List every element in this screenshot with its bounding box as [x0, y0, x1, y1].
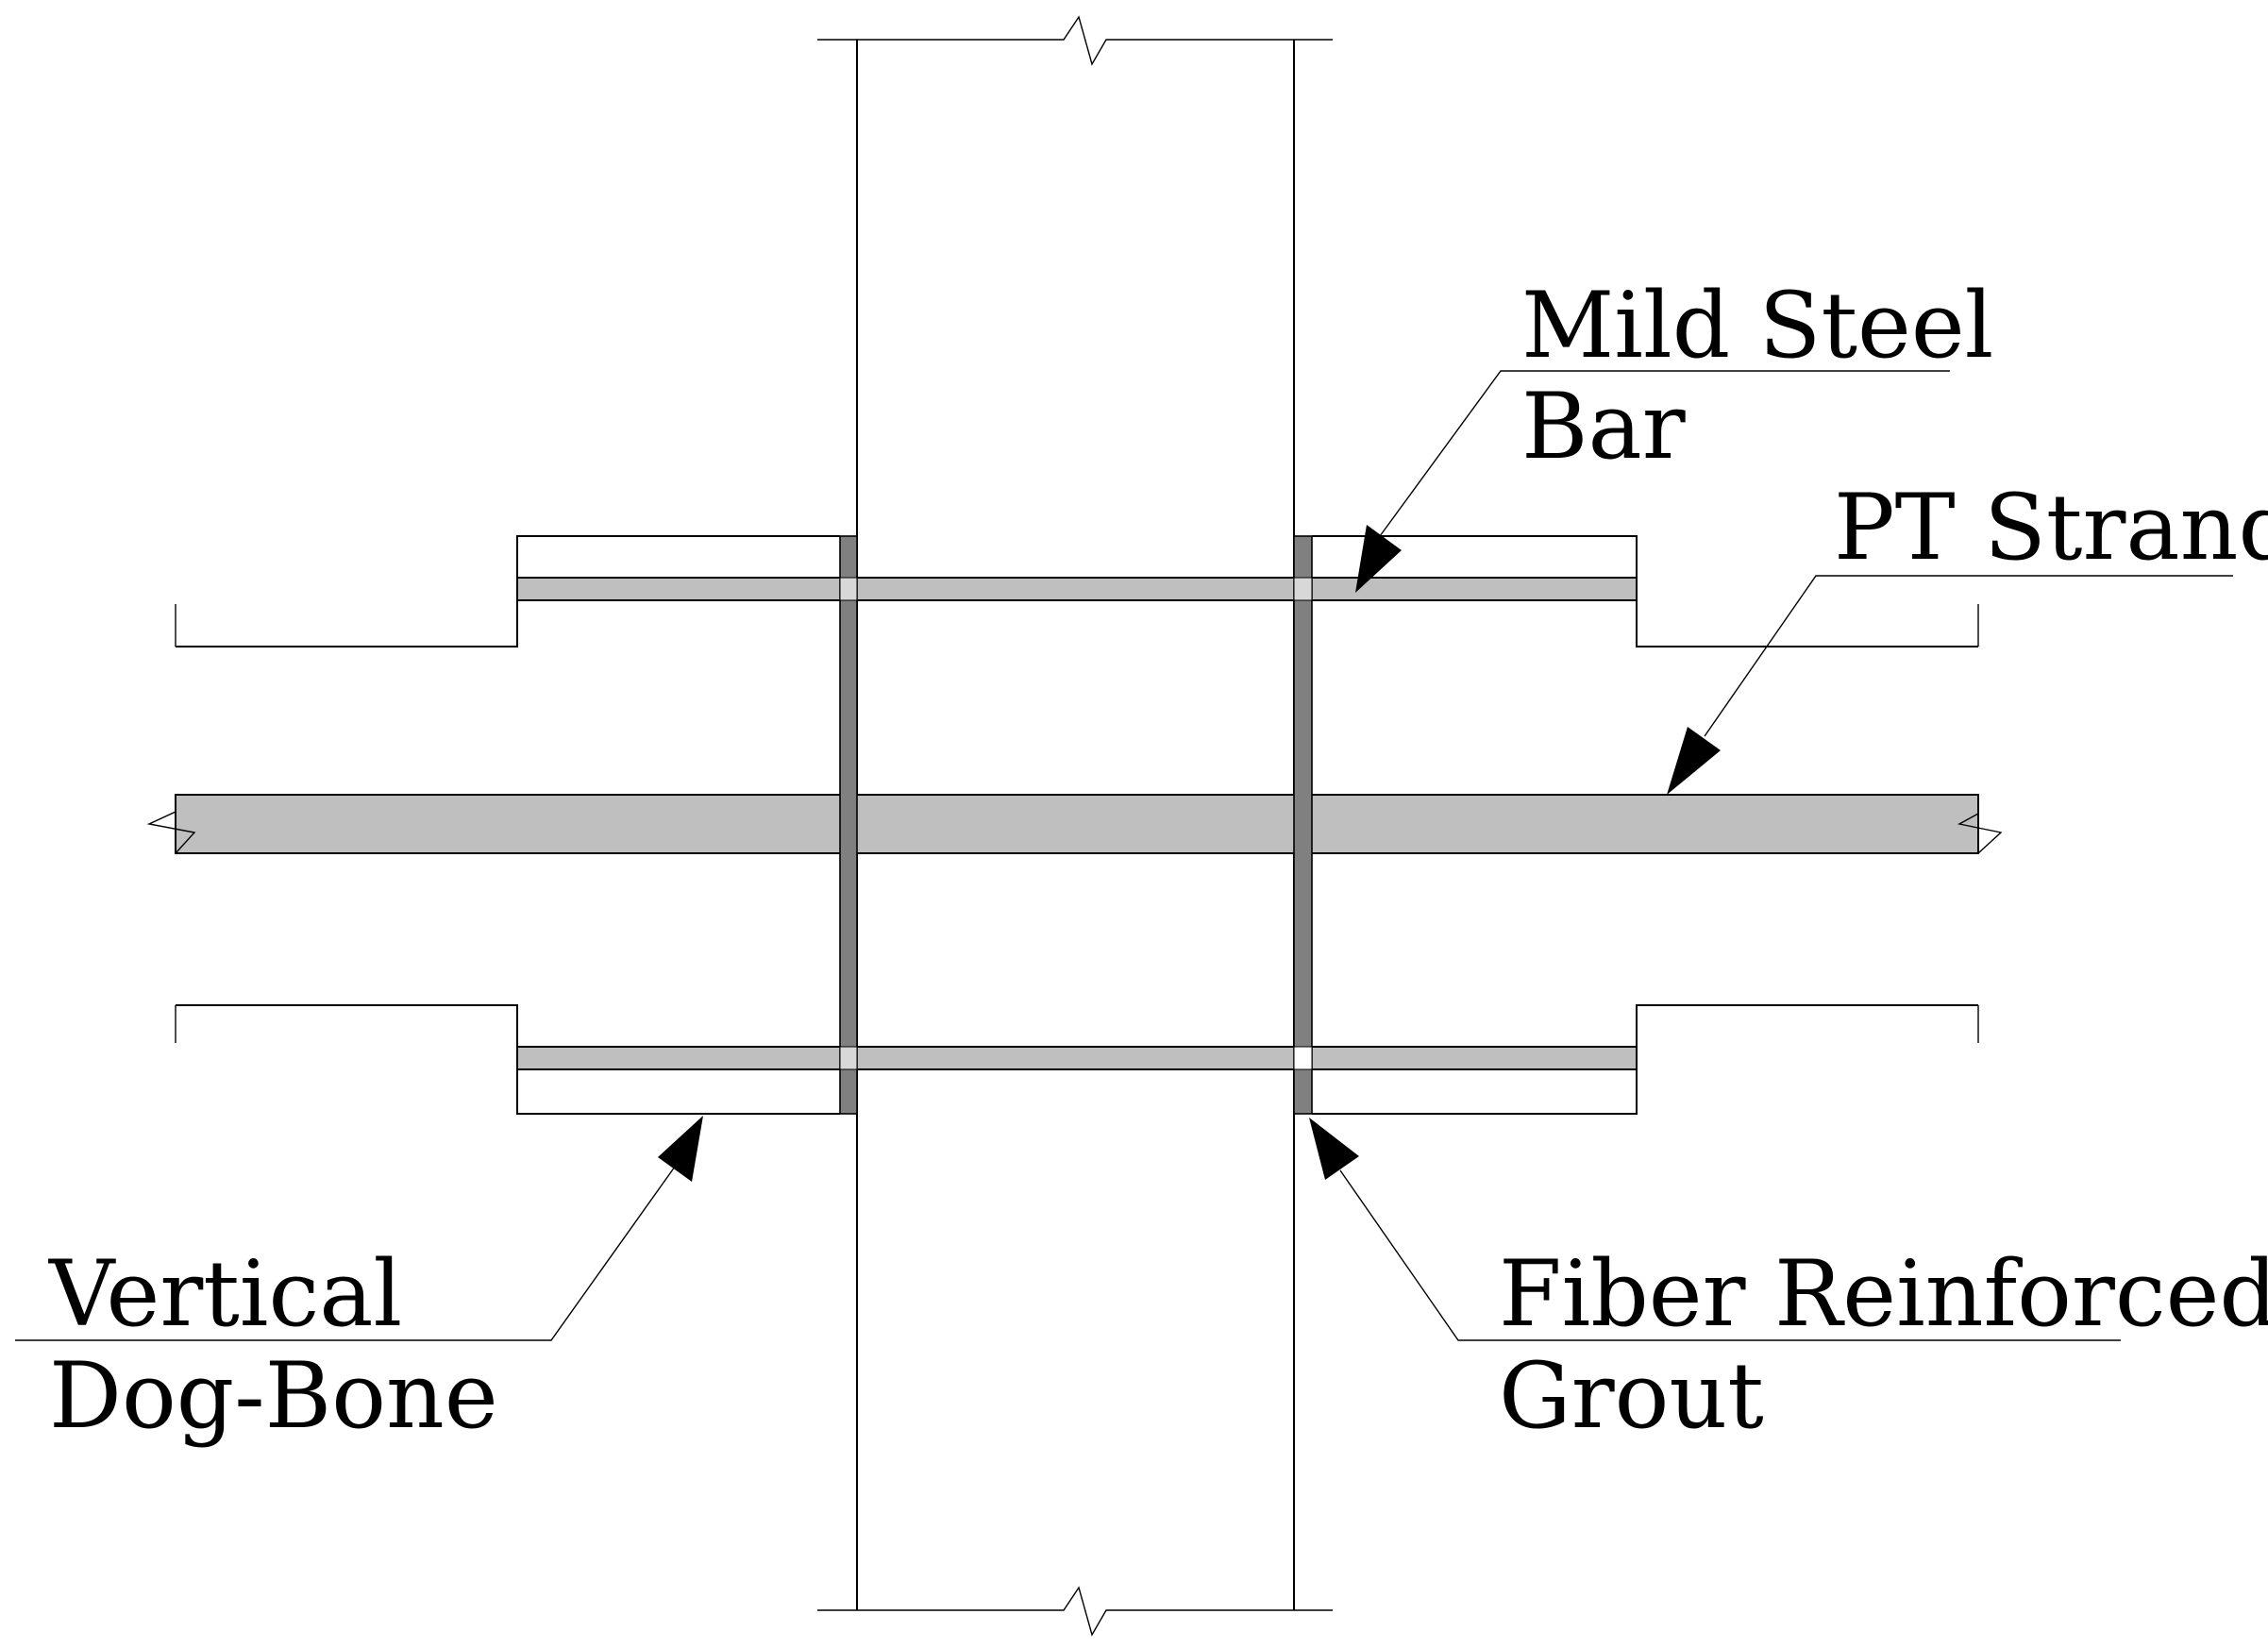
mild-steel-bar-label-line1: Mild Steel — [1521, 273, 1993, 378]
vertical-dog-bone-arrowhead — [658, 1116, 703, 1182]
fiber-reinforced-grout-arrowhead — [1309, 1118, 1359, 1180]
mild-steel-bar-arrowhead — [1355, 525, 1402, 593]
vertical-dog-bone-leader — [15, 1116, 703, 1341]
bottom-mild-steel-bar — [516, 1046, 1638, 1070]
fiber-reinforced-grout — [839, 535, 1313, 1115]
vertical-dog-bone-label-line2: Dog-Bone — [49, 1343, 498, 1449]
pt-strand-leader — [1667, 575, 2233, 795]
top-mild-steel-bar — [516, 577, 1638, 601]
column-top-break-line — [817, 15, 1333, 66]
mild-steel-bar-leader — [1355, 370, 1950, 593]
vertical-dog-bone-label-line1: Vertical — [48, 1241, 402, 1347]
fiber-reinforced-grout-label-line1: Fiber Reinforced — [1499, 1241, 2268, 1347]
pt-strand-left-break — [146, 795, 196, 854]
pt-strand-label: PT Strand — [1834, 475, 2268, 580]
mild-steel-bars — [516, 577, 1638, 1070]
right-grout-layer — [1293, 535, 1313, 1115]
pt-strand-bar — [175, 794, 1979, 854]
column-bottom-break-line — [817, 1586, 1333, 1637]
pt-strand — [146, 794, 2003, 854]
pt-strand-right-break — [1957, 795, 2003, 854]
pt-strand-arrowhead — [1667, 727, 1721, 795]
left-grout-layer — [839, 535, 858, 1115]
fiber-reinforced-grout-leader — [1309, 1118, 2121, 1341]
mild-steel-bar-label-line2: Bar — [1521, 374, 1686, 479]
fiber-reinforced-grout-label-line2: Grout — [1499, 1343, 1764, 1449]
